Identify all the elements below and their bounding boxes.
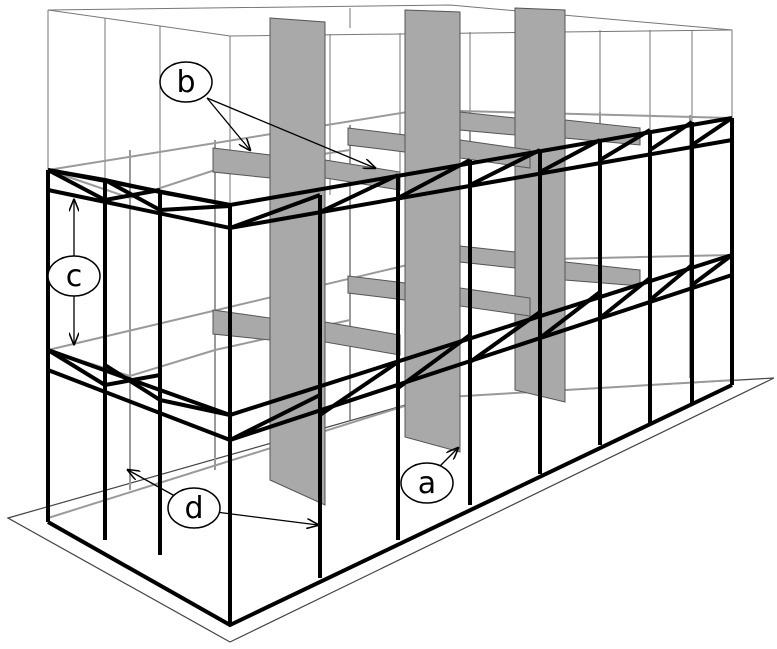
callout-a-ellipse: [400, 462, 454, 504]
outrigger-arm: [459, 111, 516, 136]
callout-a: a: [400, 462, 454, 504]
outrigger-arm: [347, 275, 406, 301]
core-walls: [212, 7, 641, 506]
leader-d-2: [215, 511, 318, 525]
callout-b: b: [159, 61, 213, 103]
outrigger-arm: [459, 139, 531, 169]
outrigger-arm: [212, 309, 271, 341]
core-wall-2: [404, 9, 461, 453]
callout-c-label: c: [66, 259, 83, 294]
leader-b-2: [206, 97, 375, 168]
callout-d-label: d: [184, 491, 203, 526]
callout-a-label: a: [418, 466, 436, 501]
callout-c: c: [47, 255, 101, 297]
leader-d-1: [128, 470, 183, 501]
outrigger-arm: [347, 127, 406, 153]
ground-slab: [6, 377, 775, 643]
belt-trusses: [46, 116, 734, 628]
leader-a: [437, 448, 458, 469]
callout-c-ellipse: [47, 255, 101, 297]
outrigger-arm: [324, 321, 401, 356]
core-wall-1: [269, 17, 326, 506]
callout-b-ellipse: [159, 61, 213, 103]
callout-b-label: b: [176, 65, 195, 100]
outrigger-arm: [459, 245, 516, 269]
callout-d: d: [167, 487, 221, 529]
callout-d-ellipse: [167, 487, 221, 529]
outrigger-arm: [212, 147, 271, 179]
outrigger-arm: [564, 261, 641, 287]
leader-lines: [74, 97, 458, 525]
outrigger-arm: [459, 287, 531, 317]
front-columns: [46, 118, 734, 625]
leader-b-1: [206, 97, 250, 150]
